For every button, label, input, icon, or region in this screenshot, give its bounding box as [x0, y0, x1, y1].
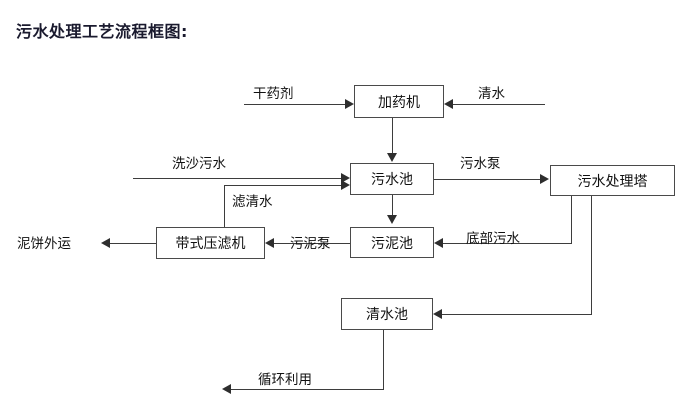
connector-recycle-reuse-dropper	[383, 330, 384, 389]
edge-label-clean-water-in: 清水	[478, 86, 505, 102]
arrow-sludge-pump-head	[265, 238, 274, 248]
connector-tower-to-clean-water-line	[442, 314, 592, 315]
edge-label-filtered-clear-water: 滤清水	[232, 194, 273, 210]
connector-bottom-sewage-line	[443, 243, 572, 244]
node-sludge-pool[interactable]: 污泥池	[350, 227, 434, 258]
node-belt-filter-press[interactable]: 带式压滤机	[156, 227, 265, 259]
edge-label-recycle-reuse: 循环利用	[258, 372, 312, 388]
edge-label-sand-washing-sewage: 洗沙污水	[172, 156, 226, 172]
connector-dosing-to-sewage-pool-line	[392, 118, 393, 154]
edge-label-sewage-pump: 污水泵	[460, 156, 501, 172]
connector-mud-cake-out-line	[110, 243, 157, 244]
arrow-sewage-pump-head	[540, 174, 549, 184]
connector-bottom-sewage-riser	[571, 196, 572, 244]
connector-sand-washing-sewage-line	[133, 178, 341, 179]
connector-clean-water-in-line	[453, 104, 545, 105]
node-dosing-machine[interactable]: 加药机	[354, 85, 444, 118]
arrow-sewage-pool-to-sludge-pool-head	[387, 215, 397, 224]
connector-tower-to-clean-water-riser	[591, 196, 592, 315]
arrow-sand-washing-sewage-head	[341, 173, 350, 183]
arrow-dry-agent-head	[345, 99, 354, 109]
connector-sludge-pump-line	[274, 243, 350, 244]
arrow-recycle-reuse-head	[222, 384, 231, 394]
connector-dry-agent-line	[244, 104, 346, 105]
arrow-bottom-sewage-head	[434, 238, 443, 248]
node-clean-water-pool[interactable]: 清水池	[341, 298, 433, 330]
connector-filtered-clear-water-riser	[224, 185, 225, 227]
arrow-dosing-to-sewage-pool-head	[387, 153, 397, 162]
connector-filtered-clear-water-line	[224, 185, 341, 186]
edge-label-bottom-sewage: 底部污水	[466, 231, 520, 247]
node-sewage-pool[interactable]: 污水池	[350, 163, 434, 195]
edge-label-sludge-pump: 污泥泵	[290, 236, 331, 252]
edge-label-dry-agent: 干药剂	[253, 86, 294, 102]
arrow-tower-to-clean-water-head	[433, 309, 442, 319]
page-title: 污水处理工艺流程框图:	[16, 22, 188, 41]
connector-recycle-reuse-line	[231, 389, 384, 390]
arrow-mud-cake-out-head	[101, 238, 110, 248]
arrow-clean-water-in-head	[444, 99, 453, 109]
node-sewage-treatment-tower[interactable]: 污水处理塔	[550, 165, 675, 196]
arrow-filtered-clear-water-head	[341, 180, 350, 190]
connector-sewage-pump-line	[434, 179, 541, 180]
edge-label-mud-cake-out: 泥饼外运	[17, 236, 71, 252]
connector-sewage-pool-to-sludge-pool-line	[392, 195, 393, 216]
